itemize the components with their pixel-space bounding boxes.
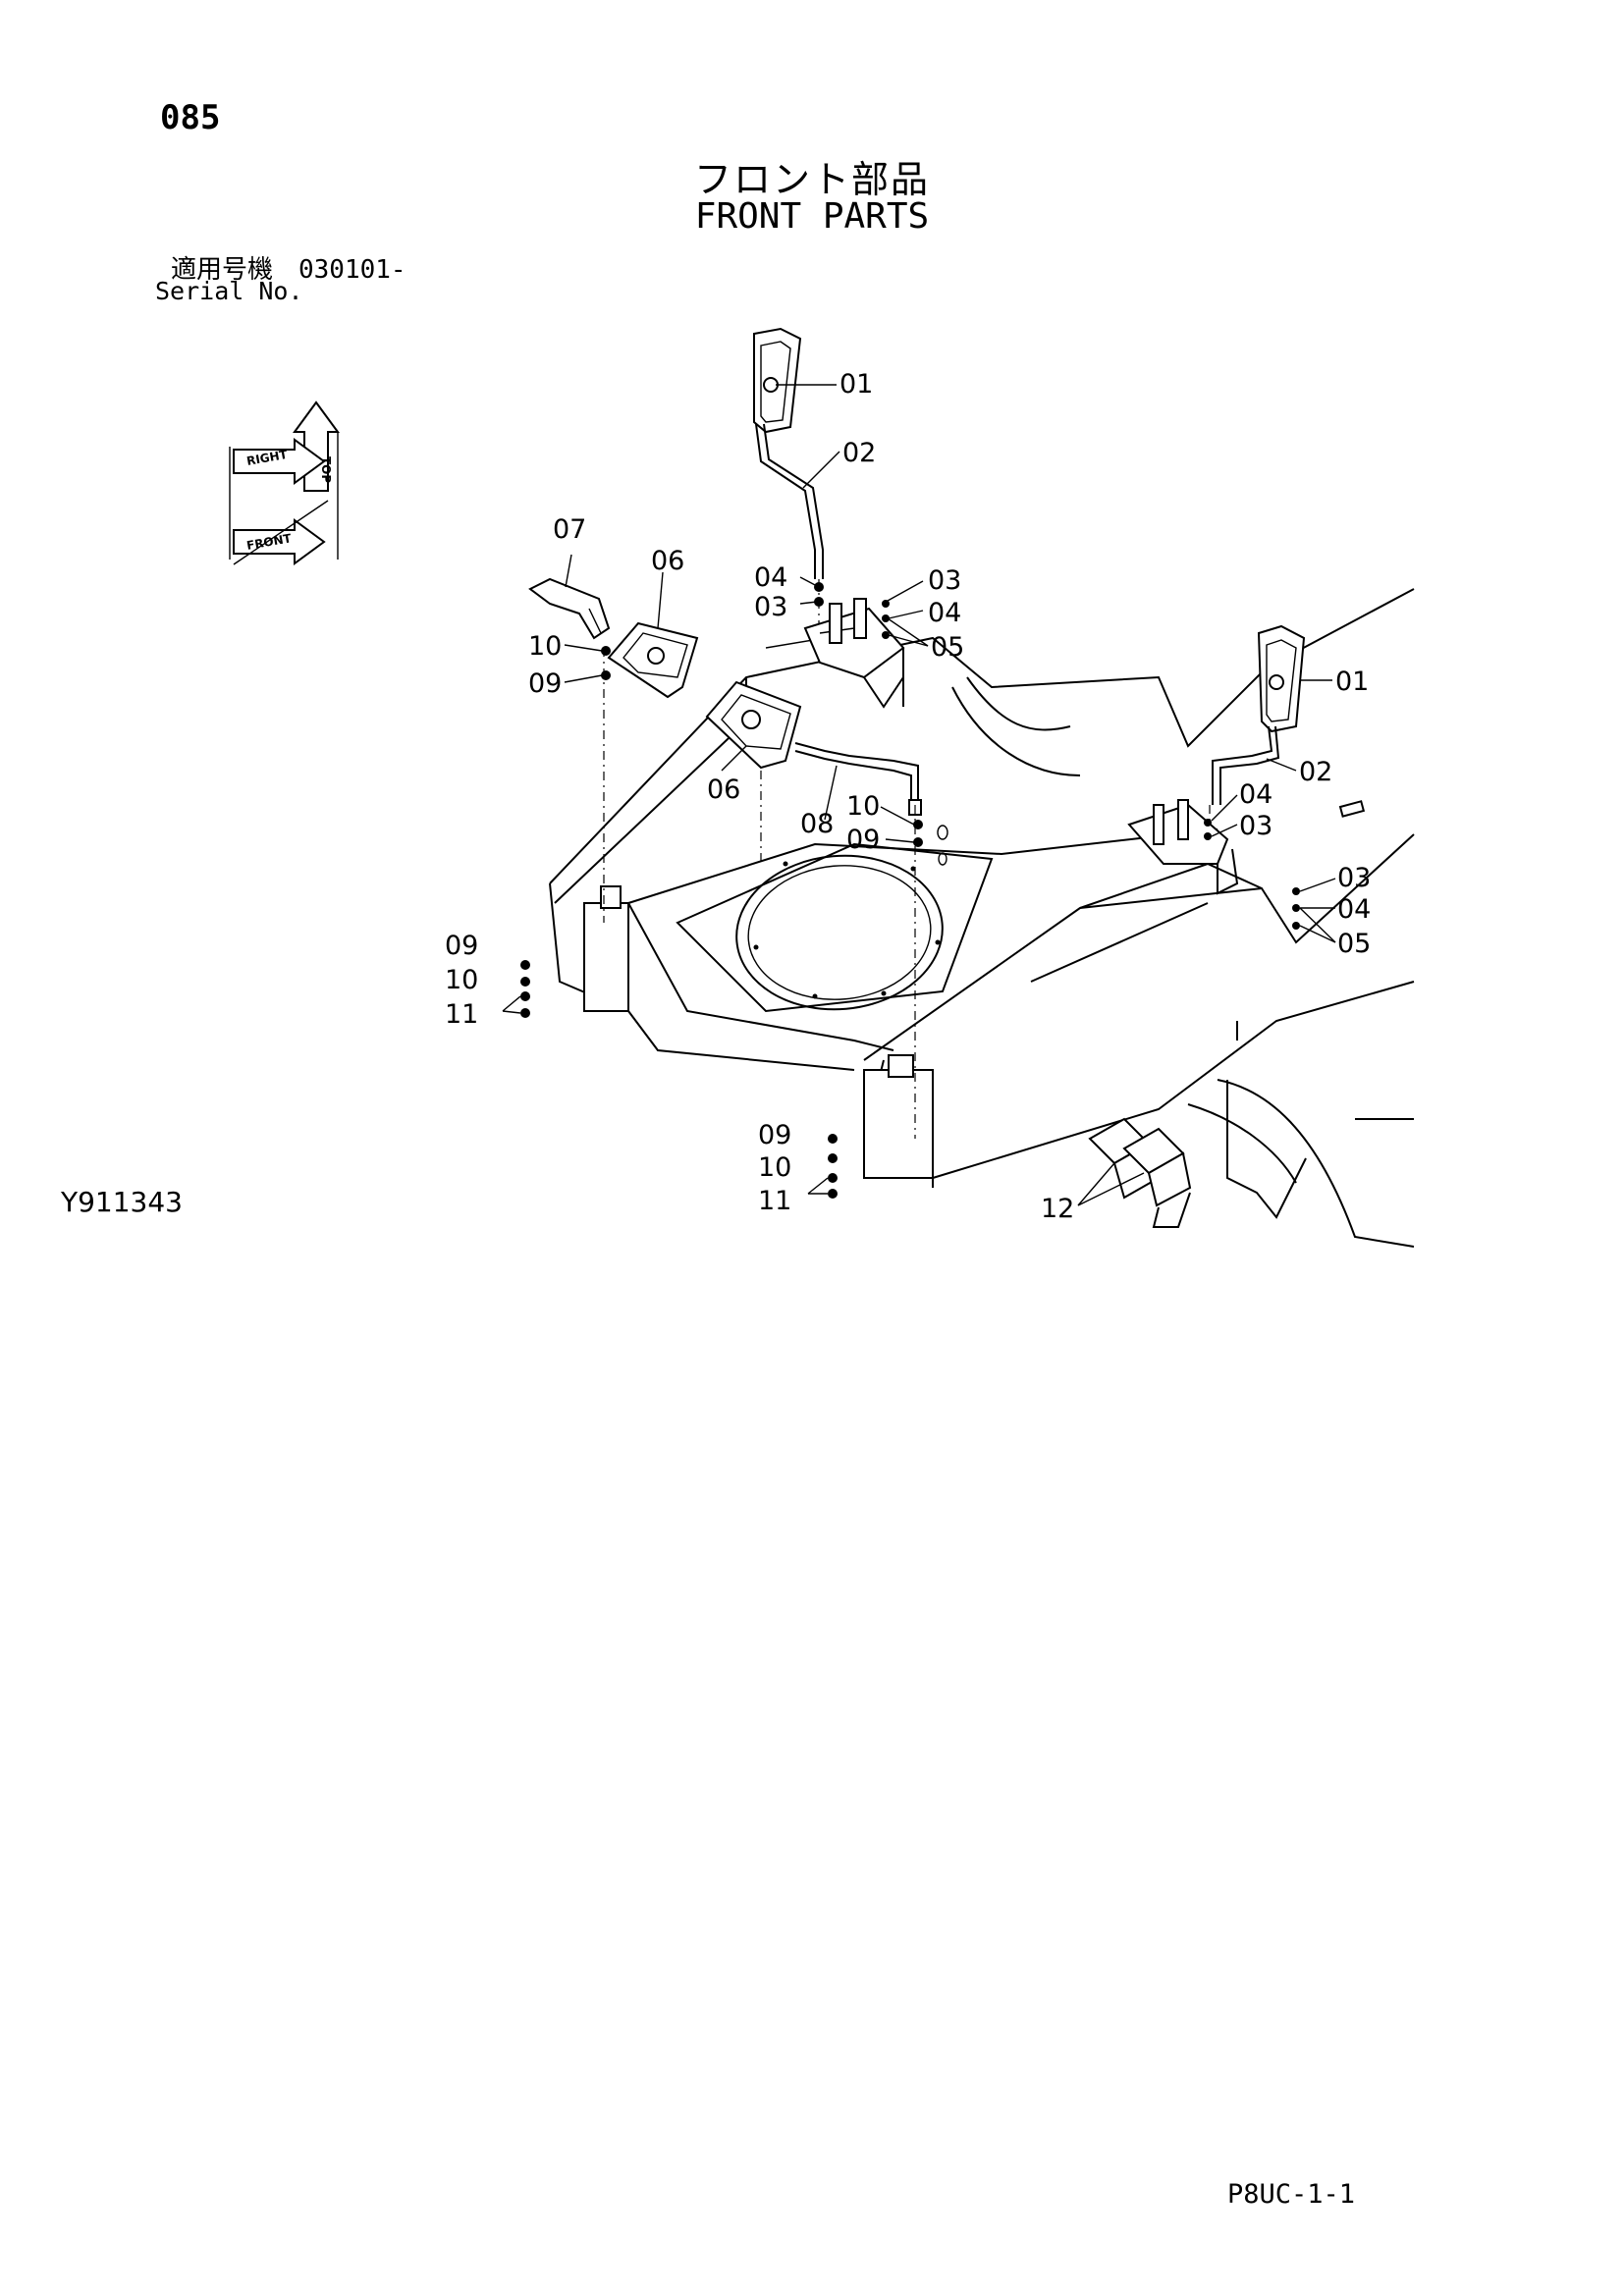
callout-03-upper-left: 03: [754, 592, 787, 622]
callout-12: 12: [1041, 1194, 1074, 1224]
callout-11-frame-center: 11: [758, 1186, 791, 1216]
title-japanese: フロント部品: [693, 158, 930, 201]
mirror-bracket-lower: [1127, 799, 1239, 895]
callout-labels: 01 02 04 03 03 04 05 07 06 10 09 06 08 1…: [445, 369, 1371, 1224]
upper-frame-body: [549, 588, 1415, 1248]
callout-04-upper: 04: [754, 562, 787, 593]
callout-08: 08: [800, 809, 834, 839]
callout-04-upper-right: 04: [928, 598, 961, 628]
page-number: 085: [160, 98, 221, 137]
leader-lines: [502, 384, 1336, 1206]
callout-03-upper-right: 03: [928, 565, 961, 596]
callout-07: 07: [553, 514, 586, 545]
fastener-dots: [520, 582, 1300, 1199]
right-mirror-upper: [753, 327, 824, 628]
right-mirror-lower: [1209, 624, 1306, 834]
page-code: P8UC-1-1: [1227, 2179, 1356, 2210]
callout-11-frame-left: 11: [445, 999, 478, 1030]
callout-01-lower: 01: [1335, 667, 1369, 697]
serial-label-japanese: 適用号機 030101-: [171, 255, 406, 285]
callout-04-lower-right: 04: [1337, 894, 1371, 925]
drawing-number: Y911343: [61, 1186, 183, 1218]
callout-09-center: 09: [846, 825, 880, 855]
callout-10-frame-center: 10: [758, 1152, 791, 1183]
left-mirror-assembly: [528, 577, 922, 1139]
callout-05-upper: 05: [931, 632, 964, 663]
callout-06-center: 06: [707, 774, 740, 805]
callout-09-frame-left: 09: [445, 931, 478, 961]
callout-04-lower-left: 04: [1239, 779, 1272, 810]
swing-circle-opening: [676, 825, 994, 1013]
orientation-top-label: TOP: [319, 456, 333, 483]
orientation-indicator: RIGHT FRONT TOP: [229, 400, 340, 565]
callout-09-frame-center: 09: [758, 1120, 791, 1150]
callout-10-frame-left: 10: [445, 965, 478, 995]
callout-09-left: 09: [528, 668, 562, 699]
callout-06-left: 06: [651, 546, 684, 576]
callout-03-lower-left: 03: [1239, 811, 1272, 841]
rubber-pad-pair: [1088, 1117, 1192, 1228]
callout-02-upper: 02: [842, 438, 876, 468]
callout-10-center: 10: [846, 791, 880, 822]
callout-10-left: 10: [528, 631, 562, 662]
serial-label-english: Serial No.: [155, 277, 303, 305]
callout-01-upper: 01: [839, 369, 873, 400]
callout-05-lower: 05: [1337, 929, 1371, 959]
callout-03-lower-right: 03: [1337, 863, 1371, 893]
callout-02-lower: 02: [1299, 757, 1332, 787]
title-english: FRONT PARTS: [694, 196, 930, 237]
mirror-bracket-upper: [803, 598, 905, 709]
